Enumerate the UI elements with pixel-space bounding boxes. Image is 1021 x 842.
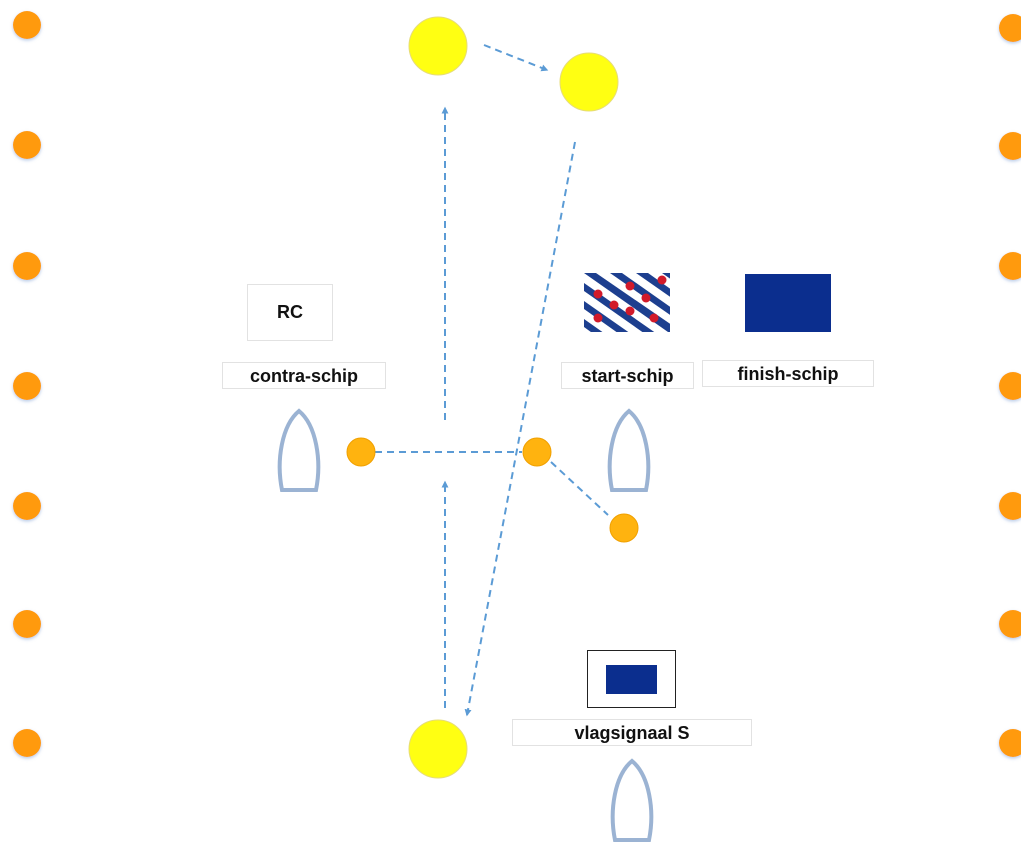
course-arrows	[375, 44, 609, 717]
rc-label: RC	[277, 302, 303, 322]
course-marks	[408, 16, 619, 779]
orange-buoy-icon	[999, 132, 1021, 160]
orange-buoy-icon	[999, 14, 1021, 42]
yellow-mark-icon	[559, 52, 619, 112]
contra-schip-label: contra-schip	[222, 362, 386, 389]
arrow-offset-leg	[483, 44, 549, 72]
blue-flag-icon	[745, 274, 831, 332]
boats	[277, 408, 654, 842]
boat-icon	[607, 408, 651, 492]
s-flag-frame	[587, 650, 676, 708]
vlagsignaal-s-label: vlagsignaal S	[512, 719, 752, 746]
finish-line-link	[550, 461, 609, 516]
rc-label-box: RC	[247, 284, 333, 341]
orange-buoy-icon	[13, 252, 41, 280]
boat-icon	[610, 758, 654, 842]
arrow-downwind-leg	[464, 141, 576, 717]
left-buoy-column	[13, 11, 41, 757]
blue-flag-icon	[606, 665, 657, 694]
orange-buoy-icon	[13, 492, 41, 520]
orange-buoy-icon	[13, 131, 41, 159]
line-buoy-icon	[522, 437, 552, 467]
start-schip-label: start-schip	[561, 362, 694, 389]
orange-buoy-icon	[13, 729, 41, 757]
frisian-flag-icon	[584, 273, 670, 332]
finish-schip-label: finish-schip	[702, 360, 874, 387]
orange-buoy-icon	[13, 610, 41, 638]
orange-buoy-icon	[999, 610, 1021, 638]
orange-buoy-icon	[999, 729, 1021, 757]
yellow-mark-icon	[408, 16, 468, 76]
orange-buoy-icon	[13, 372, 41, 400]
yellow-mark-icon	[408, 719, 468, 779]
line-buoys	[346, 437, 639, 543]
orange-buoy-icon	[999, 252, 1021, 280]
orange-buoy-icon	[999, 372, 1021, 400]
right-buoy-column	[999, 14, 1021, 757]
orange-buoy-icon	[13, 11, 41, 39]
line-buoy-icon	[346, 437, 376, 467]
boat-icon	[277, 408, 321, 492]
orange-buoy-icon	[999, 492, 1021, 520]
line-buoy-icon	[609, 513, 639, 543]
